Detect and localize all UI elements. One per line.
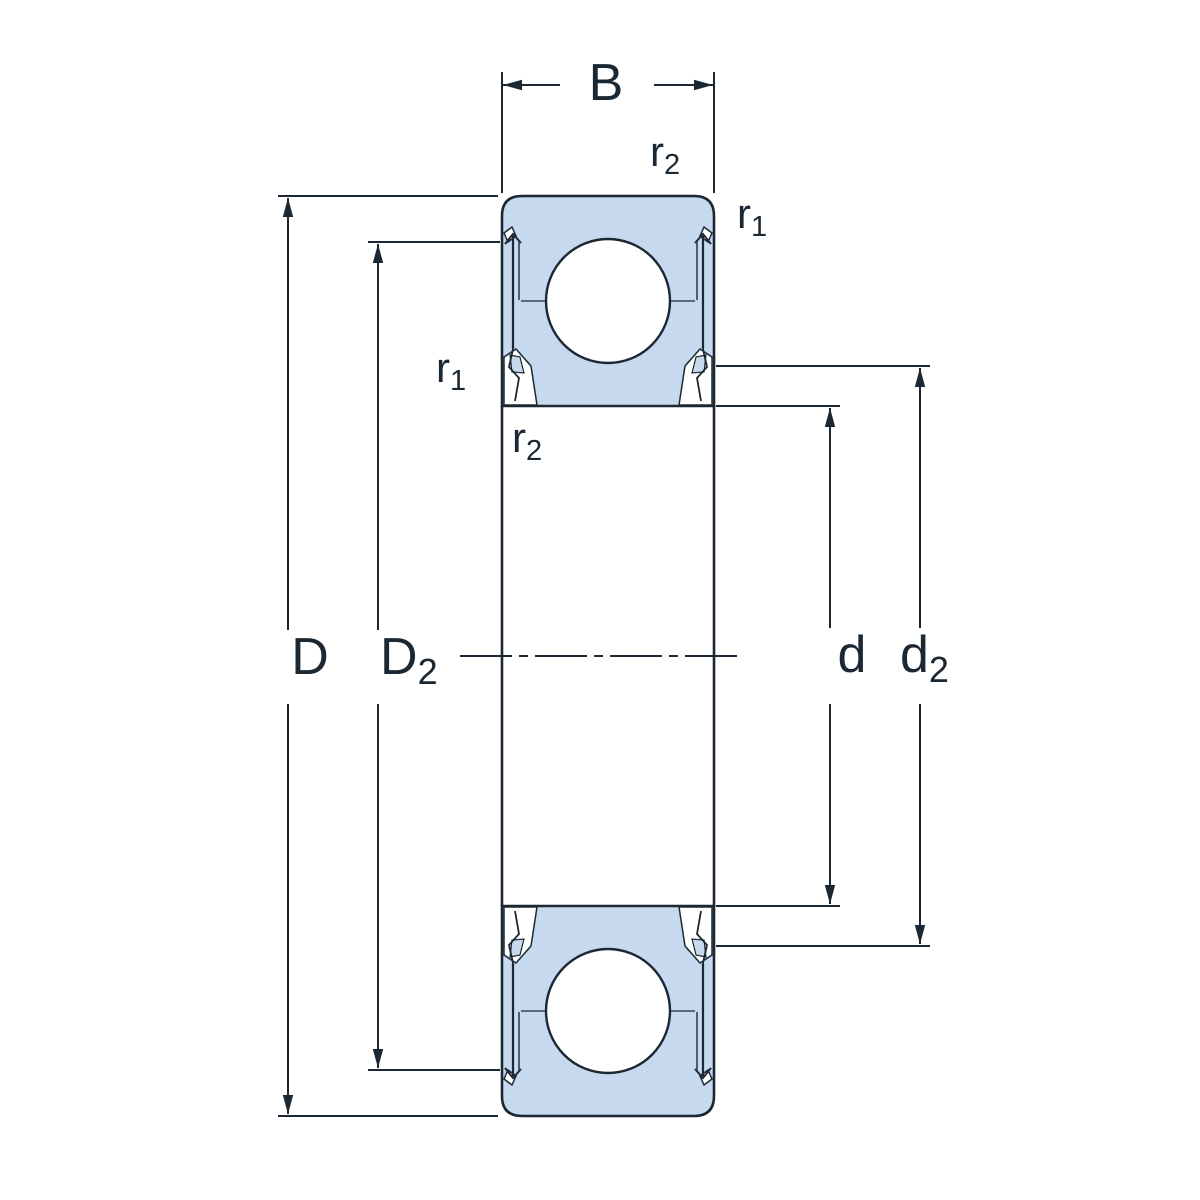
- seal-anchor: [504, 232, 522, 245]
- dimension-D: D: [278, 195, 498, 1117]
- seal-lip-edge: [508, 348, 520, 402]
- label-D2: D2: [380, 628, 438, 692]
- label-r2-top: r2: [650, 128, 680, 181]
- seal-left: [503, 225, 538, 406]
- dimension-B: B: [501, 54, 715, 193]
- ball: [544, 237, 672, 365]
- label-D: D: [291, 628, 329, 686]
- dimension-d: d: [716, 405, 867, 907]
- bearing-bottom-section: [502, 906, 714, 1116]
- label-r1-top-right: r1: [737, 190, 767, 243]
- seal-lip: [509, 354, 525, 374]
- dimension-d2: d2: [716, 365, 949, 947]
- label-d: d: [838, 626, 867, 684]
- label-r1-left: r1: [436, 344, 466, 397]
- label-B: B: [589, 54, 624, 112]
- label-r2-left: r2: [512, 414, 542, 467]
- dimension-D2: D2: [368, 241, 500, 1071]
- label-d2: d2: [900, 626, 949, 690]
- bearing-top-section: [500, 194, 716, 408]
